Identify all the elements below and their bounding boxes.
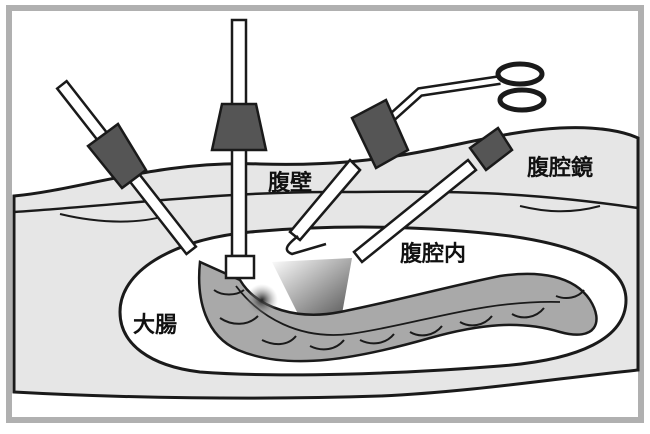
label-abdominal-cavity: 腹腔内 [400, 244, 466, 266]
label-large-intestine: 大腸 [133, 315, 177, 337]
label-laparoscope: 腹腔鏡 [527, 158, 593, 180]
label-abdominal-wall: 腹壁 [268, 173, 312, 195]
